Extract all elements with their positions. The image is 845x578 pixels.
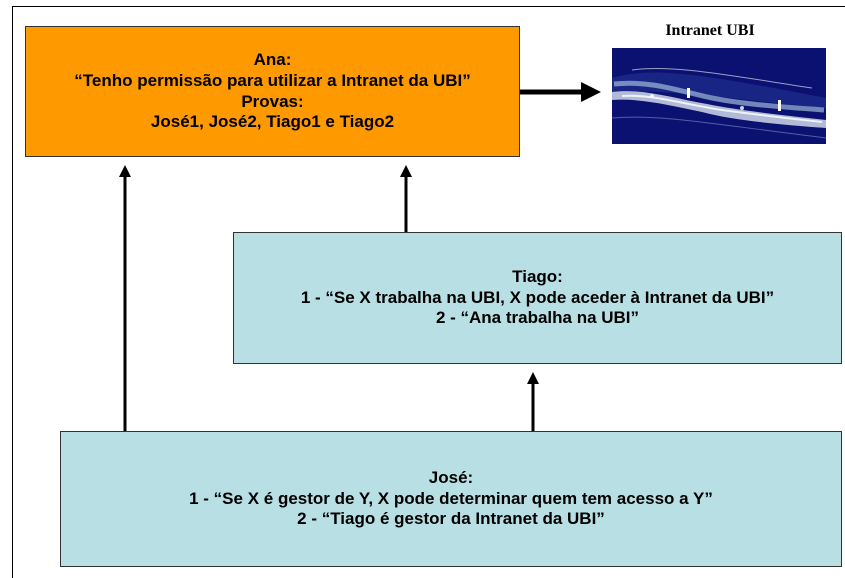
jose-name: José:: [428, 467, 474, 487]
intranet-image: [612, 48, 826, 144]
jose-statement-box: José: 1 - “Se X é gestor de Y, X pode de…: [60, 431, 842, 567]
frame-left-line: [12, 6, 13, 578]
jose-line-1: 1 - “Se X é gestor de Y, X pode determin…: [189, 488, 713, 508]
intranet-caption: Intranet UBI: [665, 22, 755, 39]
jose-line-2: 2 - “Tiago é gestor da Intranet da UBI”: [297, 509, 605, 529]
ana-proofs-label: Provas:: [241, 91, 304, 111]
ana-statement-box: Ana: “Tenho permissão para utilizar a In…: [25, 26, 520, 157]
tiago-name: Tiago:: [512, 266, 563, 286]
ana-claim: “Tenho permissão para utilizar a Intrane…: [74, 70, 471, 90]
tiago-line-1: 1 - “Se X trabalha na UBI, X pode aceder…: [300, 287, 775, 307]
tiago-line-2: 2 - “Ana trabalha na UBI”: [435, 308, 640, 328]
frame-top-line: [12, 6, 845, 7]
ana-proofs: José1, José2, Tiago1 e Tiago2: [150, 112, 395, 132]
ana-name: Ana:: [253, 50, 292, 70]
tiago-statement-box: Tiago: 1 - “Se X trabalha na UBI, X pode…: [233, 232, 842, 364]
